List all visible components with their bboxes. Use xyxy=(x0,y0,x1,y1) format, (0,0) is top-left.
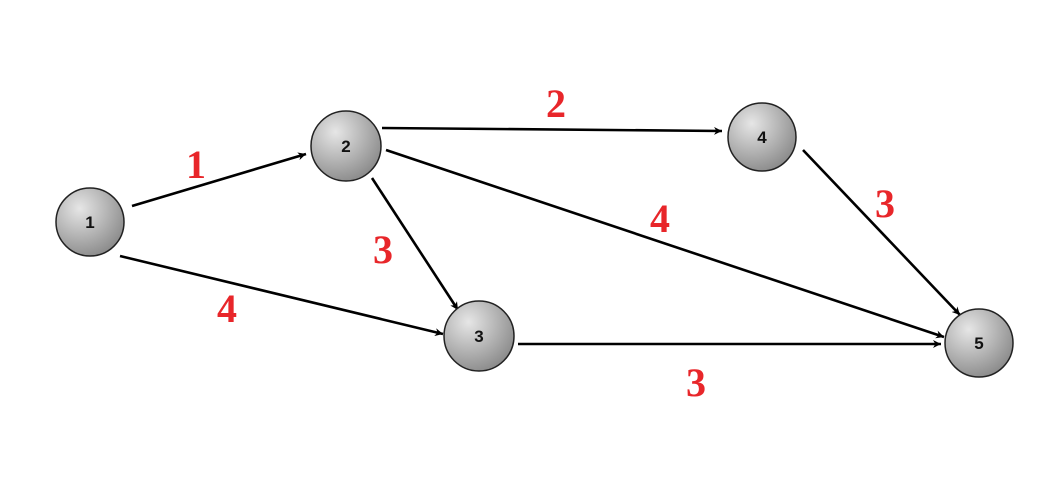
node-label-2: 2 xyxy=(341,137,350,156)
graph-node-4: 4 xyxy=(727,102,797,172)
node-label-5: 5 xyxy=(974,334,983,353)
node-label-1: 1 xyxy=(85,213,94,232)
edge-weight-4-5: 3 xyxy=(875,181,895,226)
edge-2-3 xyxy=(370,177,460,311)
edge-weights: 1 4 3 2 4 3 3 xyxy=(186,81,895,405)
node-label-4: 4 xyxy=(757,128,767,147)
edge-weight-1-2: 1 xyxy=(186,142,206,187)
edge-2-4 xyxy=(381,126,723,135)
edge-weight-3-5: 3 xyxy=(686,360,706,405)
edge-4-5 xyxy=(802,149,961,316)
edges-layer xyxy=(119,126,961,348)
edge-1-2 xyxy=(131,152,307,208)
graph-node-1: 1 xyxy=(55,187,125,257)
edge-weight-2-3: 3 xyxy=(373,227,393,272)
node-label-3: 3 xyxy=(474,327,483,346)
edge-2-5 xyxy=(385,148,945,339)
graph-node-2: 2 xyxy=(310,110,382,182)
edge-weight-2-5: 4 xyxy=(650,196,670,241)
edge-1-3 xyxy=(119,254,444,337)
edge-weight-2-4: 2 xyxy=(546,81,566,126)
nodes-layer: 1 2 3 4 5 xyxy=(55,102,1014,378)
graph-node-3: 3 xyxy=(443,300,515,372)
graph-node-5: 5 xyxy=(944,308,1014,378)
edge-weight-1-3: 4 xyxy=(217,286,237,331)
